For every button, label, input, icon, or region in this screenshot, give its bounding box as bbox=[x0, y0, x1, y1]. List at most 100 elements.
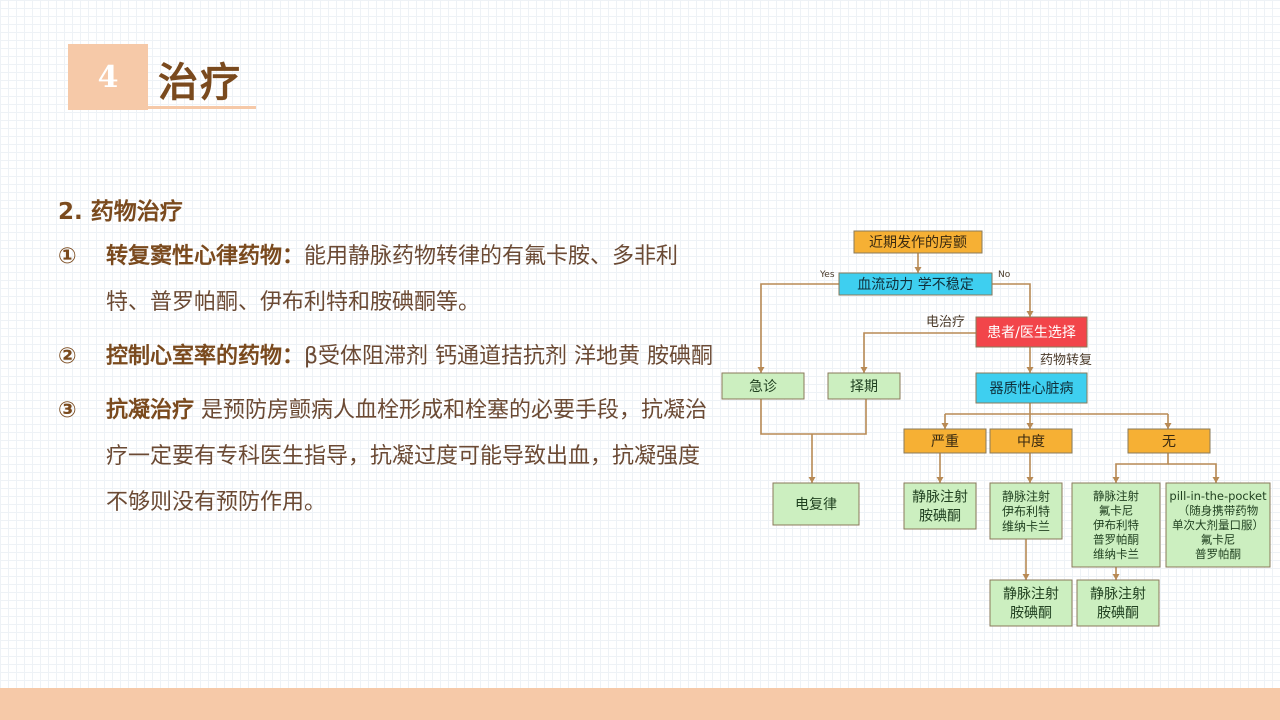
arrow-head bbox=[1112, 574, 1120, 580]
edge-yes-to-emergency bbox=[760, 283, 839, 373]
arrow-head bbox=[1164, 423, 1172, 429]
node-box bbox=[989, 482, 1063, 540]
node-text: 伊布利特 bbox=[1093, 518, 1139, 532]
node-text: 静脉注射 bbox=[1090, 587, 1146, 603]
flow-node-organic-heart-disease: 器质性心脏病 bbox=[975, 372, 1088, 404]
flow-node-none: 无 bbox=[1127, 428, 1211, 454]
edge-label-drug: 药物转复 bbox=[1040, 353, 1092, 368]
title-underline bbox=[148, 106, 256, 109]
arrow-head bbox=[1112, 477, 1120, 483]
node-box bbox=[975, 372, 1088, 404]
arrow-head bbox=[914, 267, 922, 273]
node-text: （随身携带药物 bbox=[1178, 504, 1259, 518]
item-lead: 抗凝治疗 bbox=[106, 398, 195, 423]
list-item: ② 控制心室率的药物：β受体阻滞剂 钙通道拮抗剂 洋地黄 胺碘酮 bbox=[58, 334, 718, 380]
flow-node-elective: 择期 bbox=[827, 372, 901, 400]
item-number: ③ bbox=[58, 398, 77, 423]
node-text: 血流动力 学不稳定 bbox=[857, 277, 973, 293]
node-text: 严重 bbox=[931, 434, 959, 450]
flow-node-emergency: 急诊 bbox=[721, 372, 805, 400]
node-box bbox=[989, 579, 1073, 627]
section-number-badge: 4 bbox=[68, 44, 148, 110]
node-text: 胺碘酮 bbox=[1097, 606, 1139, 622]
node-box bbox=[1071, 482, 1161, 568]
item-number: ② bbox=[58, 344, 77, 369]
node-box bbox=[1127, 428, 1211, 454]
content-body: 2. 药物治疗 ① 转复窦性心律药物：能用静脉药物转律的有氟卡胺、多非利特、普罗… bbox=[58, 190, 718, 534]
node-box bbox=[975, 316, 1088, 348]
arrow-head bbox=[941, 423, 949, 429]
node-text: 伊布利特 bbox=[1002, 503, 1050, 518]
node-box bbox=[903, 482, 977, 530]
arrow-head bbox=[1026, 367, 1034, 373]
page-title: 治疗 bbox=[158, 60, 242, 106]
node-text: 无 bbox=[1162, 434, 1176, 450]
node-text: 氟卡尼 bbox=[1201, 533, 1236, 547]
edge-none-to-drugs bbox=[1115, 453, 1169, 483]
arrow-head bbox=[1026, 477, 1034, 483]
edge-none-to-pocket bbox=[1168, 463, 1217, 483]
item-text: 能用静脉药物转律的有氟卡胺、多非利特、普罗帕酮、伊布利特和胺碘酮等。 bbox=[106, 244, 679, 315]
section-number: 4 bbox=[97, 59, 119, 95]
arrow-head bbox=[757, 367, 765, 373]
flow-node-recent-af: 近期发作的房颤 bbox=[853, 230, 983, 254]
edge-label-no: No bbox=[998, 270, 1011, 280]
node-text: 普罗帕酮 bbox=[1195, 547, 1241, 561]
node-box bbox=[772, 482, 860, 526]
flow-node-cardioversion: 电复律 bbox=[772, 482, 860, 526]
node-box bbox=[853, 230, 983, 254]
node-box bbox=[838, 272, 993, 296]
flow-node-patient-choice: 患者/医生选择 bbox=[975, 316, 1088, 348]
flow-node-severe: 严重 bbox=[903, 428, 987, 454]
node-box bbox=[903, 428, 987, 454]
node-text: 维纳卡兰 bbox=[1002, 519, 1050, 533]
node-box bbox=[827, 372, 901, 400]
edge-label-electro: 电治疗 bbox=[926, 315, 965, 330]
edge-label-yes: Yes bbox=[819, 270, 835, 280]
node-text: 单次大剂量口服） bbox=[1172, 518, 1264, 532]
node-text: 维纳卡兰 bbox=[1093, 547, 1139, 561]
node-text: 静脉注射 bbox=[1093, 489, 1139, 503]
edge-join bbox=[760, 399, 867, 435]
node-box bbox=[1076, 579, 1160, 627]
node-text: 中度 bbox=[1017, 434, 1045, 450]
node-box bbox=[1165, 482, 1271, 568]
node-box bbox=[721, 372, 805, 400]
arrow-head bbox=[860, 367, 868, 373]
node-text: 氟卡尼 bbox=[1099, 504, 1134, 518]
node-text: 胺碘酮 bbox=[919, 509, 961, 525]
list-item: ① 转复窦性心律药物：能用静脉药物转律的有氟卡胺、多非利特、普罗帕酮、伊布利特和… bbox=[58, 234, 718, 326]
node-text: 静脉注射 bbox=[1002, 488, 1050, 503]
arrow-head bbox=[1212, 477, 1220, 483]
node-text: 器质性心脏病 bbox=[990, 381, 1074, 397]
node-text: 患者/医生选择 bbox=[987, 325, 1076, 341]
arrow-head bbox=[936, 477, 944, 483]
flow-node-moderate: 中度 bbox=[989, 428, 1073, 454]
arrow-head bbox=[1026, 311, 1034, 317]
edge-choice-to-elective bbox=[863, 332, 976, 373]
footer-bar bbox=[0, 688, 1280, 720]
item-lead: 转复窦性心律药物： bbox=[106, 244, 305, 269]
node-text: pill-in-the-pocket bbox=[1169, 489, 1267, 503]
section-heading: 2. 药物治疗 bbox=[58, 199, 183, 225]
list-item: ③ 抗凝治疗 是预防房颤病人血栓形成和栓塞的必要手段，抗凝治疗一定要有专科医生指… bbox=[58, 388, 718, 526]
item-text: β受体阻滞剂 钙通道拮抗剂 洋地黄 胺碘酮 bbox=[304, 344, 714, 369]
arrow-head bbox=[808, 477, 816, 483]
item-lead: 控制心室率的药物： bbox=[106, 344, 305, 369]
node-box bbox=[989, 428, 1073, 454]
arrow-head bbox=[1026, 423, 1034, 429]
flow-node-hemodynamic: 血流动力 学不稳定 bbox=[838, 272, 993, 296]
item-number: ① bbox=[58, 244, 77, 269]
node-text: 静脉注射 bbox=[912, 490, 968, 506]
arrow-head bbox=[1022, 574, 1030, 580]
node-text: 电复律 bbox=[795, 496, 837, 513]
node-text: 急诊 bbox=[749, 379, 777, 395]
